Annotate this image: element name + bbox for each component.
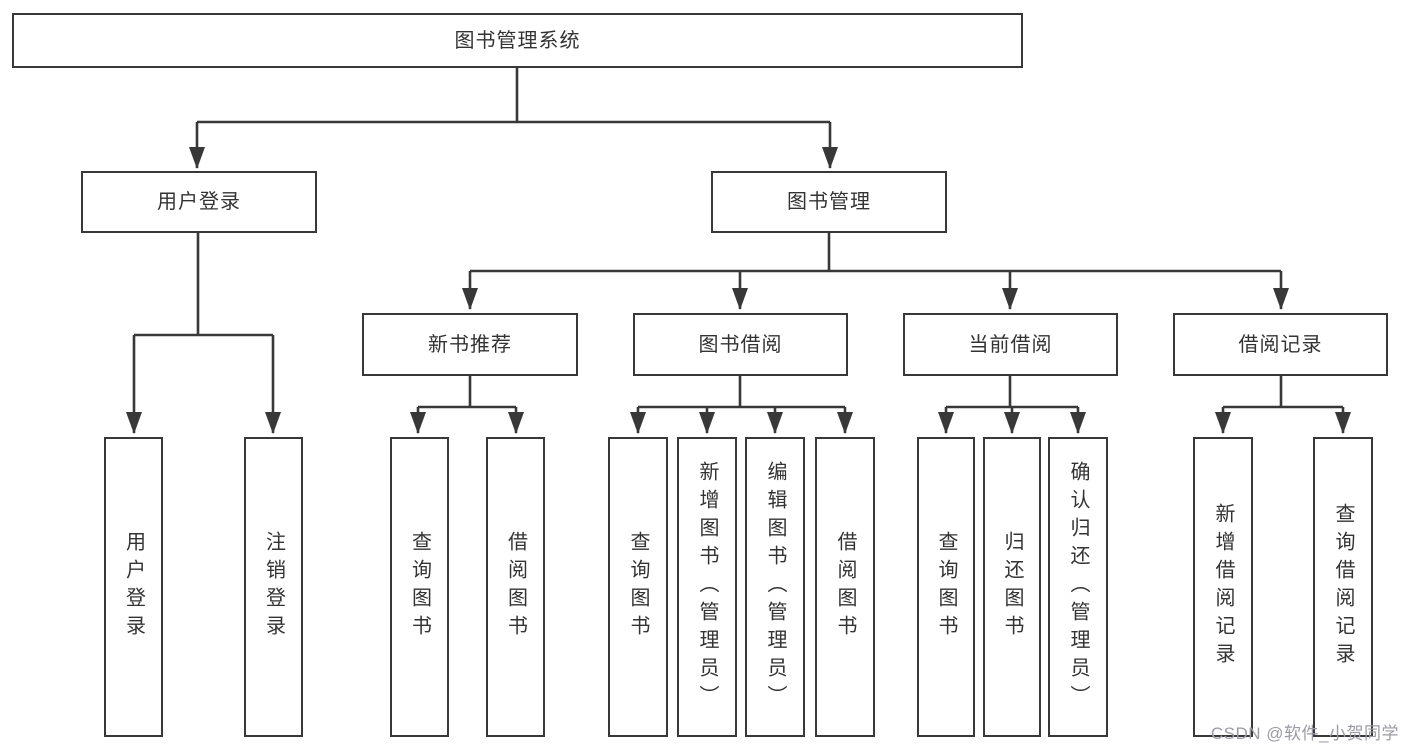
node-label: 图书管理 <box>787 191 871 213</box>
node-label: 用户登录 <box>122 531 145 643</box>
node-label: 查询借阅记录 <box>1332 503 1354 671</box>
node-label: 归还图书 <box>1001 531 1023 643</box>
node-label: 借阅图书 <box>504 531 527 643</box>
node-label: 查询图书 <box>408 531 431 643</box>
connector-new-book-recommend <box>410 376 524 434</box>
node-borrow-record: 借阅记录 <box>1173 313 1388 376</box>
node-new-book-recommend: 新书推荐 <box>362 313 578 376</box>
node-label: 编辑图书（管理员） <box>764 461 786 713</box>
node-leaf-confirm-return-admin: 确认归还（管理员） <box>1048 437 1108 737</box>
node-label: 用户登录 <box>157 191 241 213</box>
connector-root <box>189 68 838 169</box>
node-label: 借阅记录 <box>1238 333 1323 356</box>
node-leaf-borrow-books-1: 借阅图书 <box>486 437 545 737</box>
connector-book-borrow <box>630 376 853 434</box>
node-book-borrow: 图书借阅 <box>633 313 848 376</box>
node-current-borrow: 当前借阅 <box>903 313 1118 376</box>
node-label: 确认归还（管理员） <box>1067 461 1089 713</box>
node-label: 图书借阅 <box>698 333 783 356</box>
node-leaf-add-books-admin: 新增图书（管理员） <box>677 437 737 737</box>
node-label: 新增图书（管理员） <box>696 461 718 713</box>
node-leaf-logout: 注销登录 <box>244 437 303 737</box>
node-label: 查询图书 <box>627 531 649 643</box>
node-label: 借阅图书 <box>834 531 856 643</box>
node-leaf-add-borrow-record: 新增借阅记录 <box>1193 437 1253 737</box>
connector-current-borrow <box>938 376 1086 434</box>
node-leaf-query-books-1: 查询图书 <box>390 437 449 737</box>
connector-book-management <box>462 233 1289 310</box>
node-leaf-borrow-books-2: 借阅图书 <box>815 437 875 737</box>
node-leaf-query-books-2: 查询图书 <box>608 437 668 737</box>
node-label: 注销登录 <box>262 531 285 643</box>
node-leaf-edit-books-admin: 编辑图书（管理员） <box>745 437 805 737</box>
node-root-system: 图书管理系统 <box>12 13 1023 68</box>
node-label: 查询图书 <box>935 531 957 643</box>
node-label: 当前借阅 <box>968 333 1053 356</box>
node-book-management: 图书管理 <box>711 171 947 233</box>
node-leaf-query-books-3: 查询图书 <box>917 437 975 737</box>
node-leaf-query-borrow-record: 查询借阅记录 <box>1313 437 1373 737</box>
node-label: 新书推荐 <box>428 333 512 356</box>
connector-user-login <box>126 233 281 434</box>
node-label: 新增借阅记录 <box>1212 503 1234 671</box>
node-root-label: 图书管理系统 <box>454 29 581 52</box>
csdn-watermark: CSDN @软件_小贺同学 <box>1210 724 1399 743</box>
node-user-login-branch: 用户登录 <box>81 171 317 233</box>
node-leaf-return-books: 归还图书 <box>983 437 1041 737</box>
node-leaf-user-login: 用户登录 <box>104 437 163 737</box>
connector-borrow-record <box>1215 376 1351 434</box>
